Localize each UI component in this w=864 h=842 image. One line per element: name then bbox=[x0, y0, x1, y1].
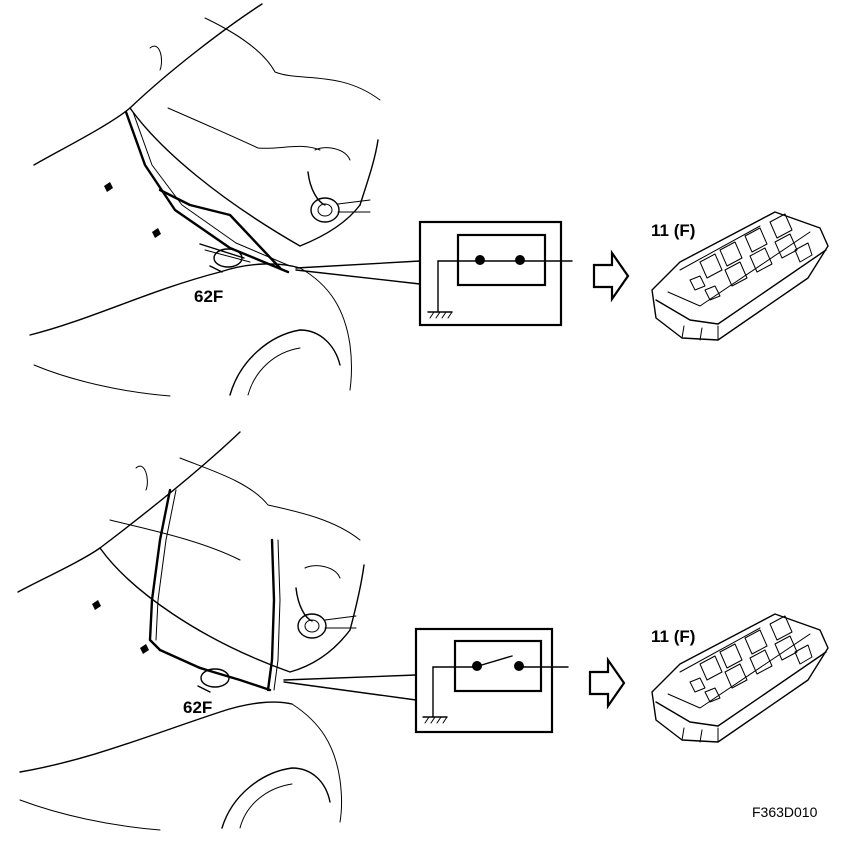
component-label: 62F bbox=[194, 287, 223, 306]
component-label: 62F bbox=[183, 698, 212, 717]
figure-code: F363D010 bbox=[752, 804, 818, 820]
fuse-box-illustration bbox=[651, 211, 829, 341]
panel-open: 62F 11 (F) bbox=[17, 431, 829, 831]
car-front-illustration bbox=[17, 431, 365, 831]
fusebox-label: 11 (F) bbox=[651, 627, 695, 646]
fuse-box-illustration bbox=[651, 613, 829, 743]
car-front-illustration bbox=[29, 3, 381, 397]
arrow-right-icon bbox=[592, 249, 630, 303]
panel-closed: 62F 11 (F) bbox=[29, 3, 829, 397]
arrow-right-icon bbox=[588, 656, 626, 710]
switch-schematic-closed bbox=[418, 220, 573, 327]
fusebox-label: 11 (F) bbox=[651, 221, 695, 240]
switch-schematic-open bbox=[414, 627, 569, 734]
